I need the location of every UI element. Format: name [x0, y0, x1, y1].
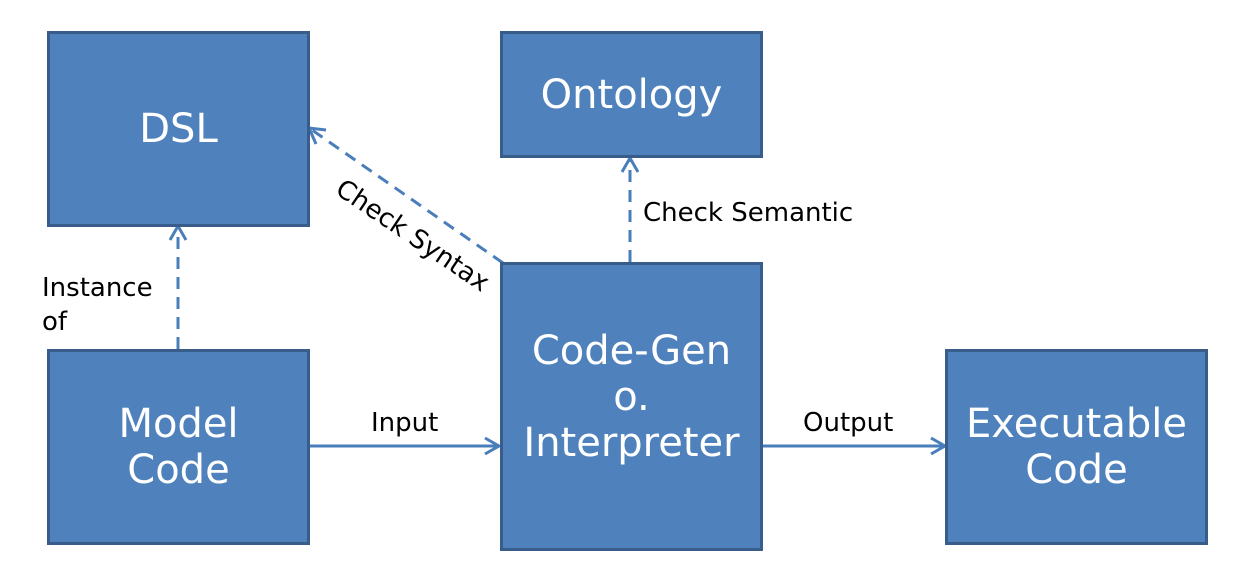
executable-code-box-label: Executable Code: [966, 401, 1187, 493]
codegen-interpreter-box-label: Code-Gen o. Interpreter: [523, 327, 740, 466]
output-label: Output: [803, 408, 894, 438]
check-syntax-arrowhead: [306, 126, 327, 145]
check-semantic-arrowhead: [620, 154, 640, 173]
instance-of-label: Instance of: [42, 273, 153, 337]
input-arrowhead: [484, 436, 503, 456]
dsl-box-label: DSL: [139, 106, 218, 152]
dsl-box: DSL: [47, 31, 310, 227]
executable-code-box: Executable Code: [945, 349, 1208, 545]
model-code-box: Model Code: [47, 349, 310, 545]
ontology-box: Ontology: [500, 31, 763, 158]
input-label: Input: [371, 408, 439, 438]
model-code-box-label: Model Code: [118, 401, 239, 493]
check-semantic-label: Check Semantic: [643, 198, 854, 228]
ontology-box-label: Ontology: [540, 71, 723, 118]
codegen-interpreter-box: Code-Gen o. Interpreter: [500, 262, 763, 551]
